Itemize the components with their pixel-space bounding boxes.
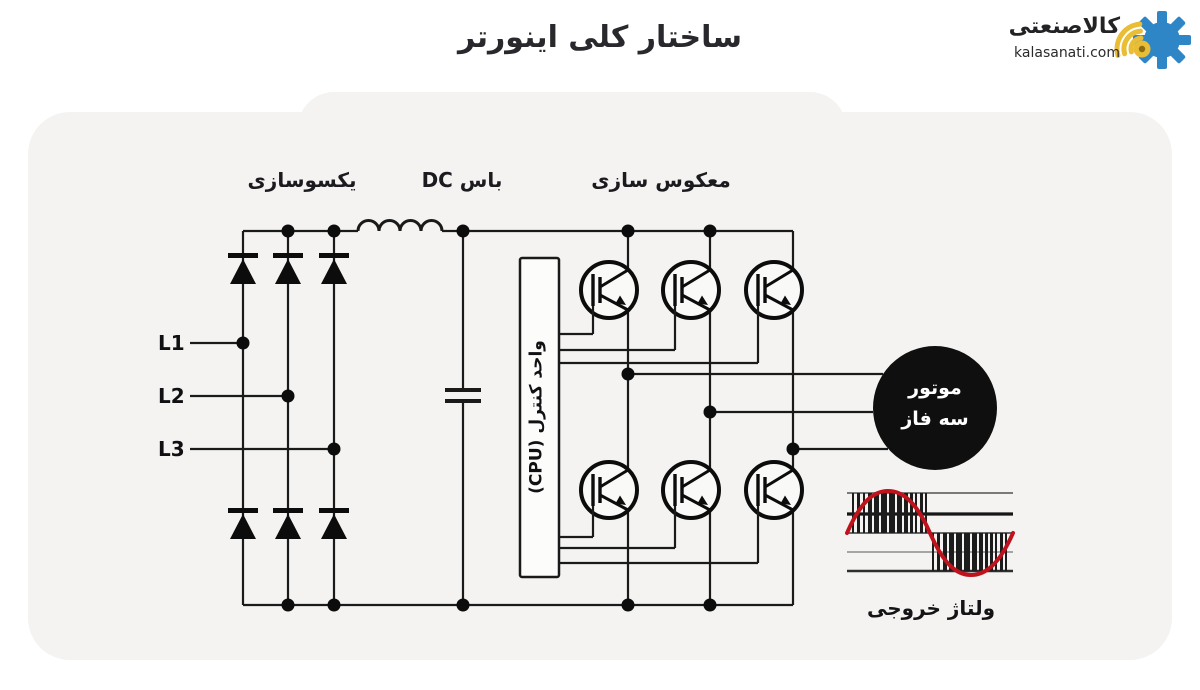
- output-voltage-waveform: [845, 488, 1015, 578]
- pwm-pulses-negative: [932, 533, 1007, 571]
- output-voltage-caption: ولتاژ خروجی: [866, 596, 996, 620]
- junction-dot: [703, 598, 717, 612]
- top-dc-bus-wire: [241, 229, 795, 607]
- gear-icon: [1133, 11, 1191, 69]
- diode-icon: [273, 253, 303, 284]
- junction-dot: [703, 405, 717, 419]
- junction-dot: [327, 224, 341, 238]
- igbt-icon: [661, 260, 721, 320]
- gate-control-wires: [559, 306, 760, 565]
- inverter-bridge: [579, 260, 804, 520]
- cpu-control-unit-box: [518, 256, 561, 579]
- diode-icon: [273, 508, 303, 539]
- logo-dot-center: [1138, 45, 1146, 53]
- page-title: ساختار کلی اینورتر: [458, 20, 742, 55]
- sine-wave: [845, 488, 1015, 578]
- pwm-pulses-positive: [852, 493, 927, 533]
- junction-dot: [456, 224, 470, 238]
- motor-label-line2: سه فاز: [901, 408, 969, 430]
- igbt-icon: [661, 460, 721, 520]
- logo-name: کالاصنعتی: [1008, 14, 1120, 39]
- input-wires: [190, 341, 334, 451]
- dc-link-inductor: [356, 219, 444, 232]
- motor-circle: [873, 346, 997, 470]
- logo-site-url: kalasanati.com: [1014, 45, 1120, 61]
- phase-output-wires: [628, 372, 888, 451]
- motor-label-line1: موتور: [908, 377, 962, 399]
- diode-icon: [319, 253, 349, 284]
- junction-dot: [327, 442, 341, 456]
- junction-dot: [327, 598, 341, 612]
- wiring: [190, 219, 888, 607]
- junction-dot: [236, 336, 250, 350]
- junction-dot: [786, 442, 800, 456]
- section-label-dc-bus: باس DC: [421, 168, 503, 192]
- junction-dot: [281, 224, 295, 238]
- signal-arcs-icon: [1114, 21, 1144, 58]
- section-label-inverter: معکوس سازی: [591, 168, 731, 192]
- diode-icon: [228, 508, 258, 539]
- junction-dot: [703, 224, 717, 238]
- dc-link-capacitor: [445, 388, 481, 403]
- junction-dots: [236, 224, 800, 612]
- igbt-icon: [579, 460, 639, 520]
- junction-dot: [281, 598, 295, 612]
- junction-dot: [621, 367, 635, 381]
- junction-dot: [456, 598, 470, 612]
- logo-gear-icon: [1114, 11, 1191, 69]
- igbt-icon: [579, 260, 639, 320]
- igbt-icon: [744, 260, 804, 320]
- input-label-l1: L1: [158, 331, 185, 355]
- diode-icon: [228, 253, 258, 284]
- junction-dot: [621, 224, 635, 238]
- input-label-l3: L3: [158, 437, 185, 461]
- junction-dot: [621, 598, 635, 612]
- junction-dot: [281, 389, 295, 403]
- cpu-control-unit-label: واحد کنترل (CPU): [526, 340, 547, 494]
- input-label-l2: L2: [158, 384, 185, 408]
- diode-icon: [319, 508, 349, 539]
- section-label-rectifier: یکسوسازی: [247, 168, 357, 192]
- igbt-icon: [744, 460, 804, 520]
- rectifier-leg-wires: [286, 231, 336, 605]
